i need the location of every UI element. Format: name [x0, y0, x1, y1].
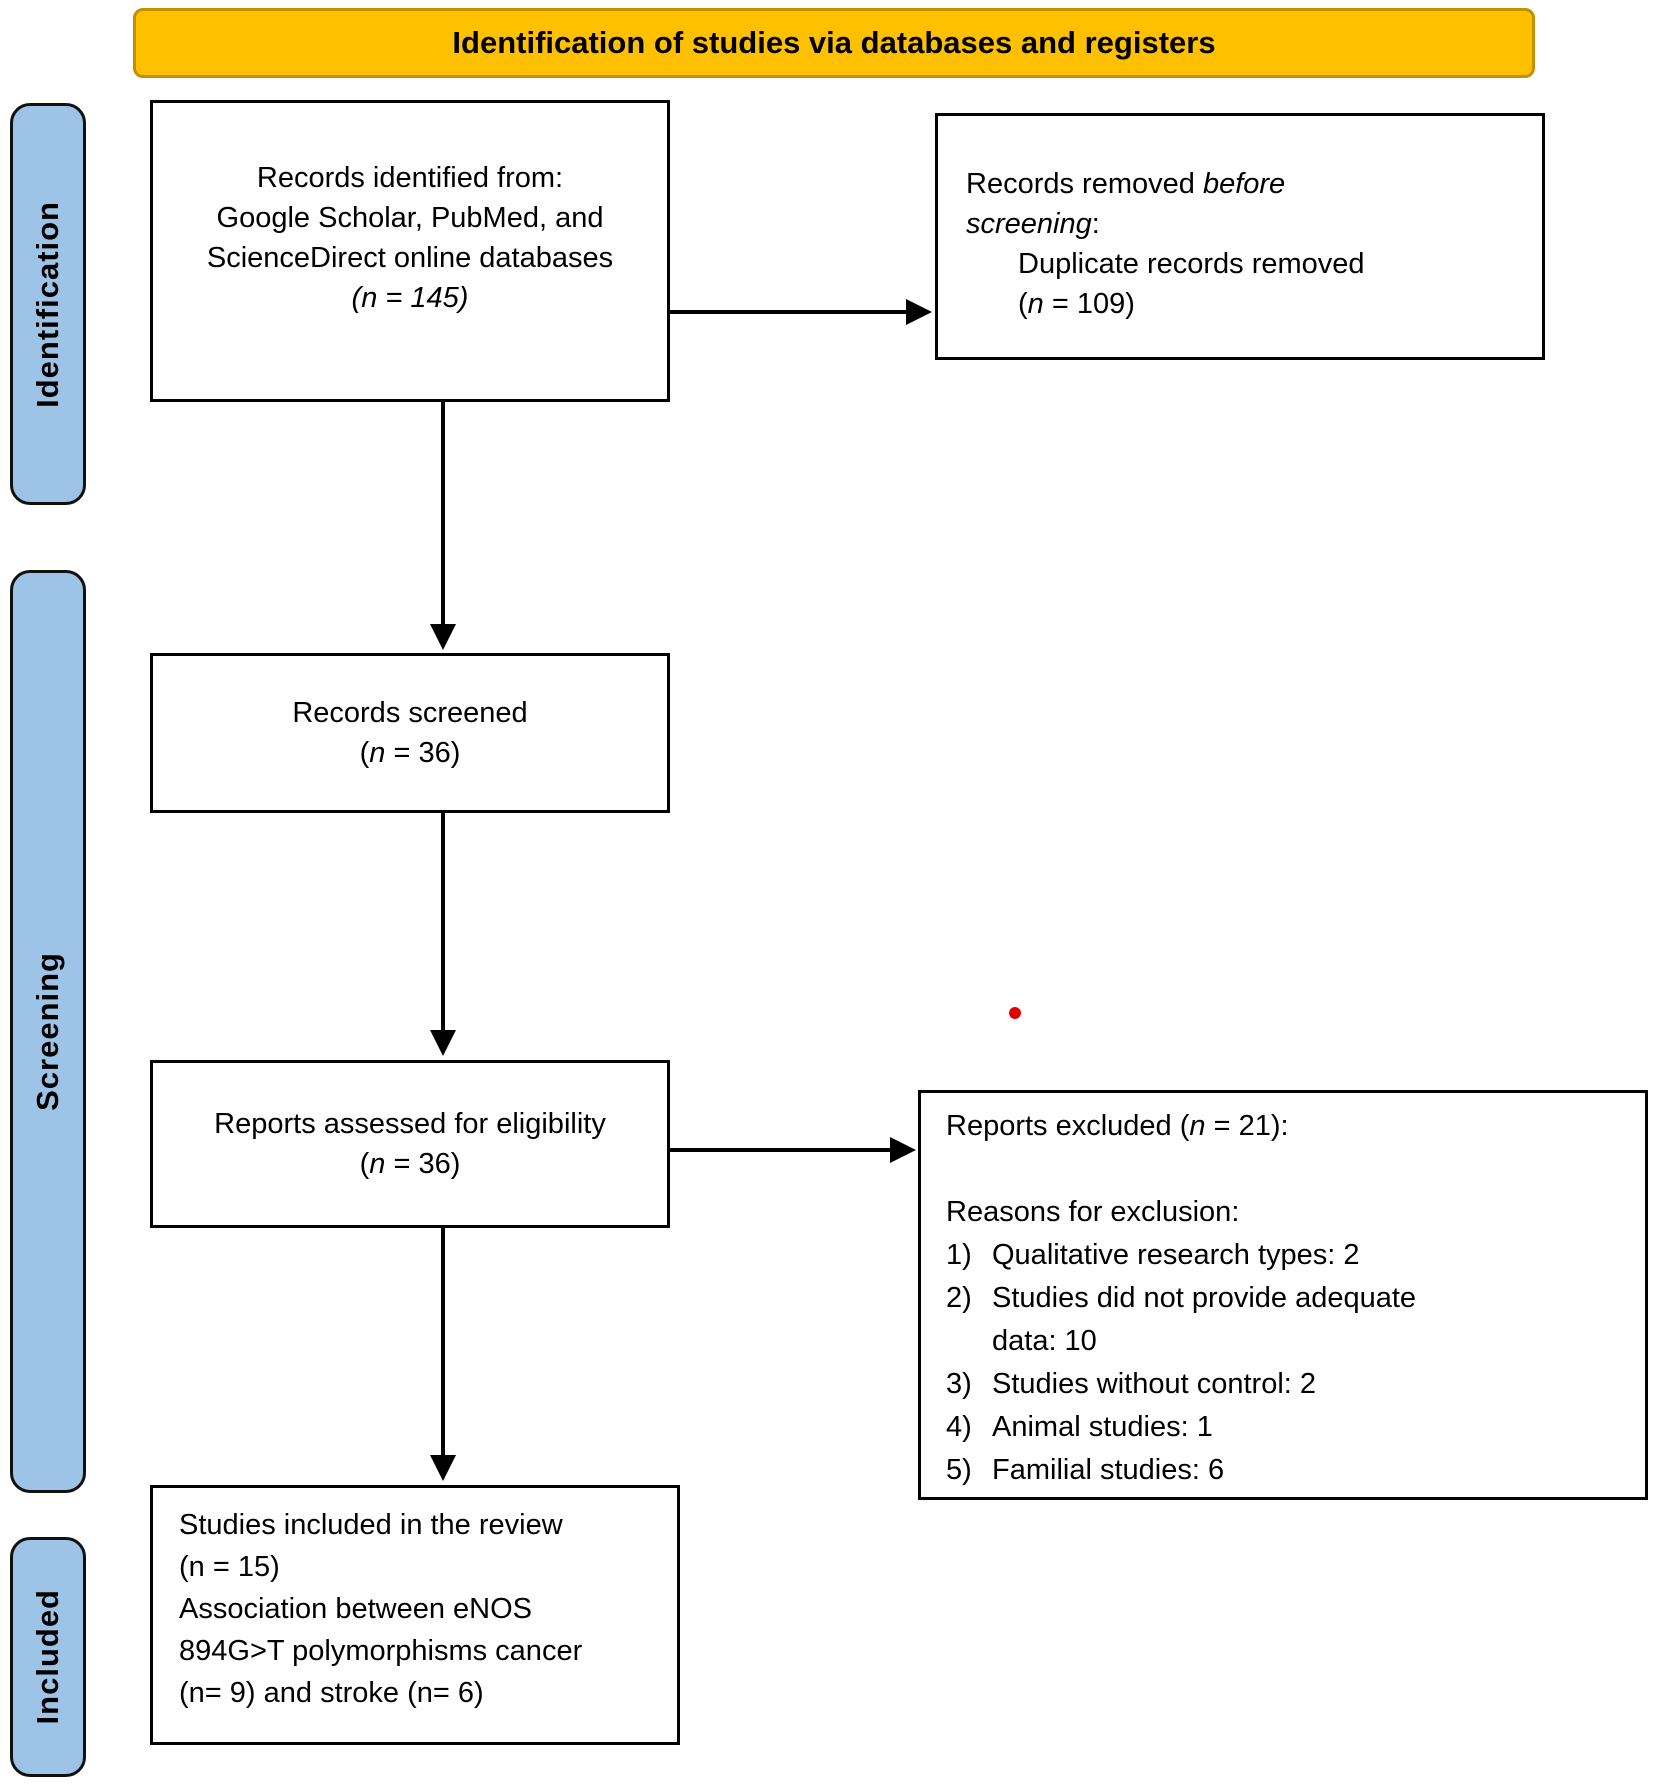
box-records-screened: Records screened (n = 36)	[150, 653, 670, 813]
stage-label-identification: Identification	[30, 200, 65, 408]
arrow-identified-to-removed	[670, 310, 907, 314]
reasons-heading: Reasons for exclusion:	[946, 1196, 1240, 1228]
studies-included-line3: Association between eNOS	[179, 1593, 533, 1625]
box-records-removed: Records removed before screening: Duplic…	[935, 113, 1545, 360]
records-removed-line1: Records removed before	[966, 168, 1286, 200]
records-removed-count: (n = 109)	[1018, 288, 1135, 320]
arrowhead-down-3	[430, 1455, 456, 1481]
arrow-assessed-to-included	[441, 1228, 445, 1457]
stage-bar-identification: Identification	[10, 103, 86, 505]
records-removed-line2: screening:	[966, 208, 1100, 240]
arrow-screened-to-assessed	[441, 813, 445, 1032]
reports-assessed-count: (n = 36)	[359, 1148, 461, 1180]
banner-title: Identification of studies via databases …	[452, 25, 1216, 60]
stage-bar-screening: Screening	[10, 570, 86, 1493]
spacer	[946, 1148, 1627, 1191]
reason-item-2: 2) Studies did not provide adequate data…	[946, 1282, 1417, 1357]
box-reports-excluded: Reports excluded (n = 21): Reasons for e…	[918, 1090, 1648, 1500]
records-identified-line2: Google Scholar, PubMed, and	[216, 202, 604, 234]
stray-red-dot	[1009, 1007, 1021, 1019]
box-reports-assessed: Reports assessed for eligibility (n = 36…	[150, 1060, 670, 1228]
records-screened-count: (n = 36)	[359, 737, 461, 769]
arrowhead-down-2	[430, 1030, 456, 1056]
arrow-assessed-to-excluded	[670, 1148, 891, 1152]
reason-item-3: 3) Studies without control: 2	[946, 1368, 1317, 1400]
reason-item-1: 1) Qualitative research types: 2	[946, 1239, 1360, 1271]
banner: Identification of studies via databases …	[133, 8, 1535, 78]
arrow-identified-to-screened	[441, 402, 445, 626]
records-screened-line1: Records screened	[292, 697, 528, 729]
studies-included-line4: 894G>T polymorphisms cancer	[179, 1635, 583, 1667]
records-identified-line3: ScienceDirect online databases	[206, 242, 614, 274]
stage-label-included: Included	[30, 1589, 65, 1725]
studies-included-line5: (n= 9) and stroke (n= 6)	[179, 1677, 484, 1709]
reports-assessed-line1: Reports assessed for eligibility	[214, 1108, 606, 1140]
arrowhead-right-2	[890, 1137, 916, 1163]
stage-bar-included: Included	[10, 1537, 86, 1777]
duplicate-records-line: Duplicate records removed	[1018, 248, 1365, 280]
reason-item-4: 4) Animal studies: 1	[946, 1411, 1213, 1443]
arrowhead-down-1	[430, 624, 456, 650]
reason-item-5: 5) Familial studies: 6	[946, 1454, 1225, 1486]
box-records-identified: Records identified from: Google Scholar,…	[150, 100, 670, 402]
records-identified-count: (n = 145)	[351, 282, 469, 314]
studies-included-line1: Studies included in the review	[179, 1509, 563, 1541]
studies-included-count: (n = 15)	[179, 1551, 280, 1583]
reports-excluded-title: Reports excluded (n = 21):	[946, 1110, 1289, 1142]
stage-label-screening: Screening	[30, 952, 65, 1111]
arrowhead-right-1	[906, 299, 932, 325]
records-identified-line1: Records identified from:	[256, 162, 564, 194]
box-studies-included: Studies included in the review (n = 15) …	[150, 1485, 680, 1745]
